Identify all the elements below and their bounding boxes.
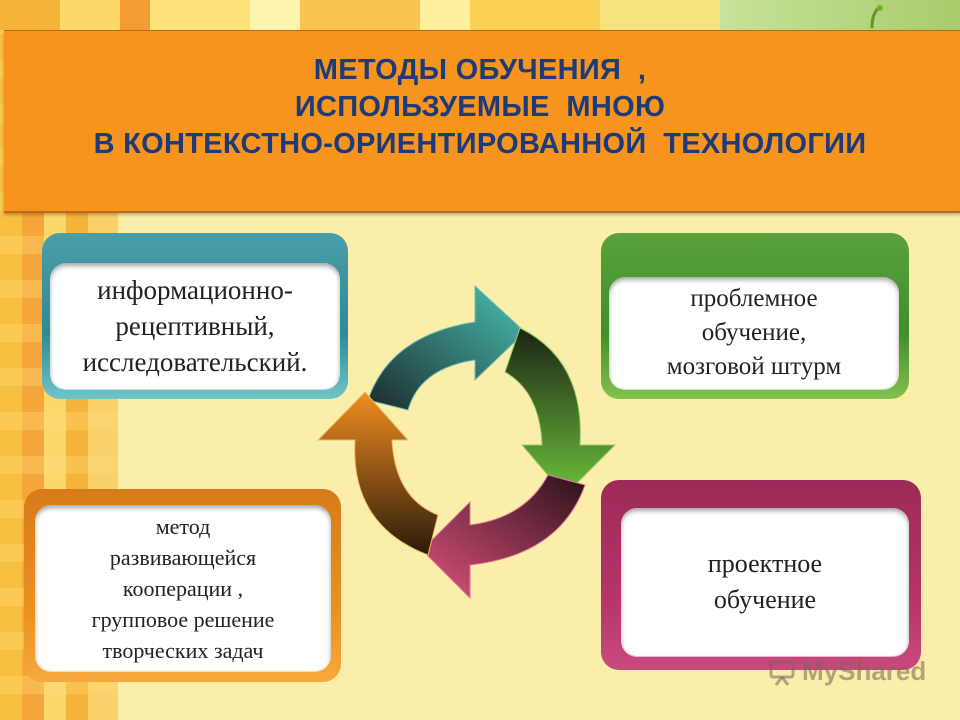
page-title: МЕТОДЫ ОБУЧЕНИЯ , ИСПОЛЬЗУЕМЫЕ МНОЮ В КО… — [0, 52, 960, 163]
cycle-arrows-diagram — [316, 284, 617, 600]
title-banner — [4, 30, 960, 213]
arrow-left — [316, 391, 439, 556]
card-inner: метод развивающейся кооперации , группов… — [35, 505, 331, 671]
card-text: проектное обучение — [707, 549, 823, 614]
card-cooperation-method: метод развивающейся кооперации , группов… — [24, 489, 341, 682]
card-problem-learning: проблемное обучение, мозговой штурм — [601, 233, 909, 399]
presentation-icon — [769, 660, 795, 686]
watermark: MyShared — [768, 652, 928, 692]
sprout-icon — [870, 4, 883, 29]
card-project-learning: проектное обучение — [601, 480, 921, 670]
top-green-accent — [720, 0, 960, 30]
arrow-bottom — [421, 474, 586, 600]
card-text: информационно- рецептивный, исследовател… — [82, 275, 308, 377]
card-text: метод развивающейся кооперации , группов… — [91, 513, 275, 663]
title-line-2: ИСПОЛЬЗУЕМЫЕ МНОЮ — [294, 91, 666, 123]
card-inner: проблемное обучение, мозговой штурм — [609, 277, 899, 389]
arrow-top — [367, 284, 526, 411]
title-line-3: В КОНТЕКСТНО-ОРИЕНТИРОВАННОЙ ТЕХНОЛОГИИ — [93, 128, 867, 160]
card-inner: проектное обучение — [621, 508, 909, 656]
card-text: проблемное обучение, мозговой штурм — [666, 285, 842, 380]
card-information-receptive: информационно- рецептивный, исследовател… — [42, 233, 348, 399]
title-line-1: МЕТОДЫ ОБУЧЕНИЯ , — [313, 54, 647, 86]
card-inner: информационно- рецептивный, исследовател… — [50, 263, 340, 389]
arrow-right — [504, 327, 617, 496]
watermark-text: MyShared — [802, 656, 927, 686]
